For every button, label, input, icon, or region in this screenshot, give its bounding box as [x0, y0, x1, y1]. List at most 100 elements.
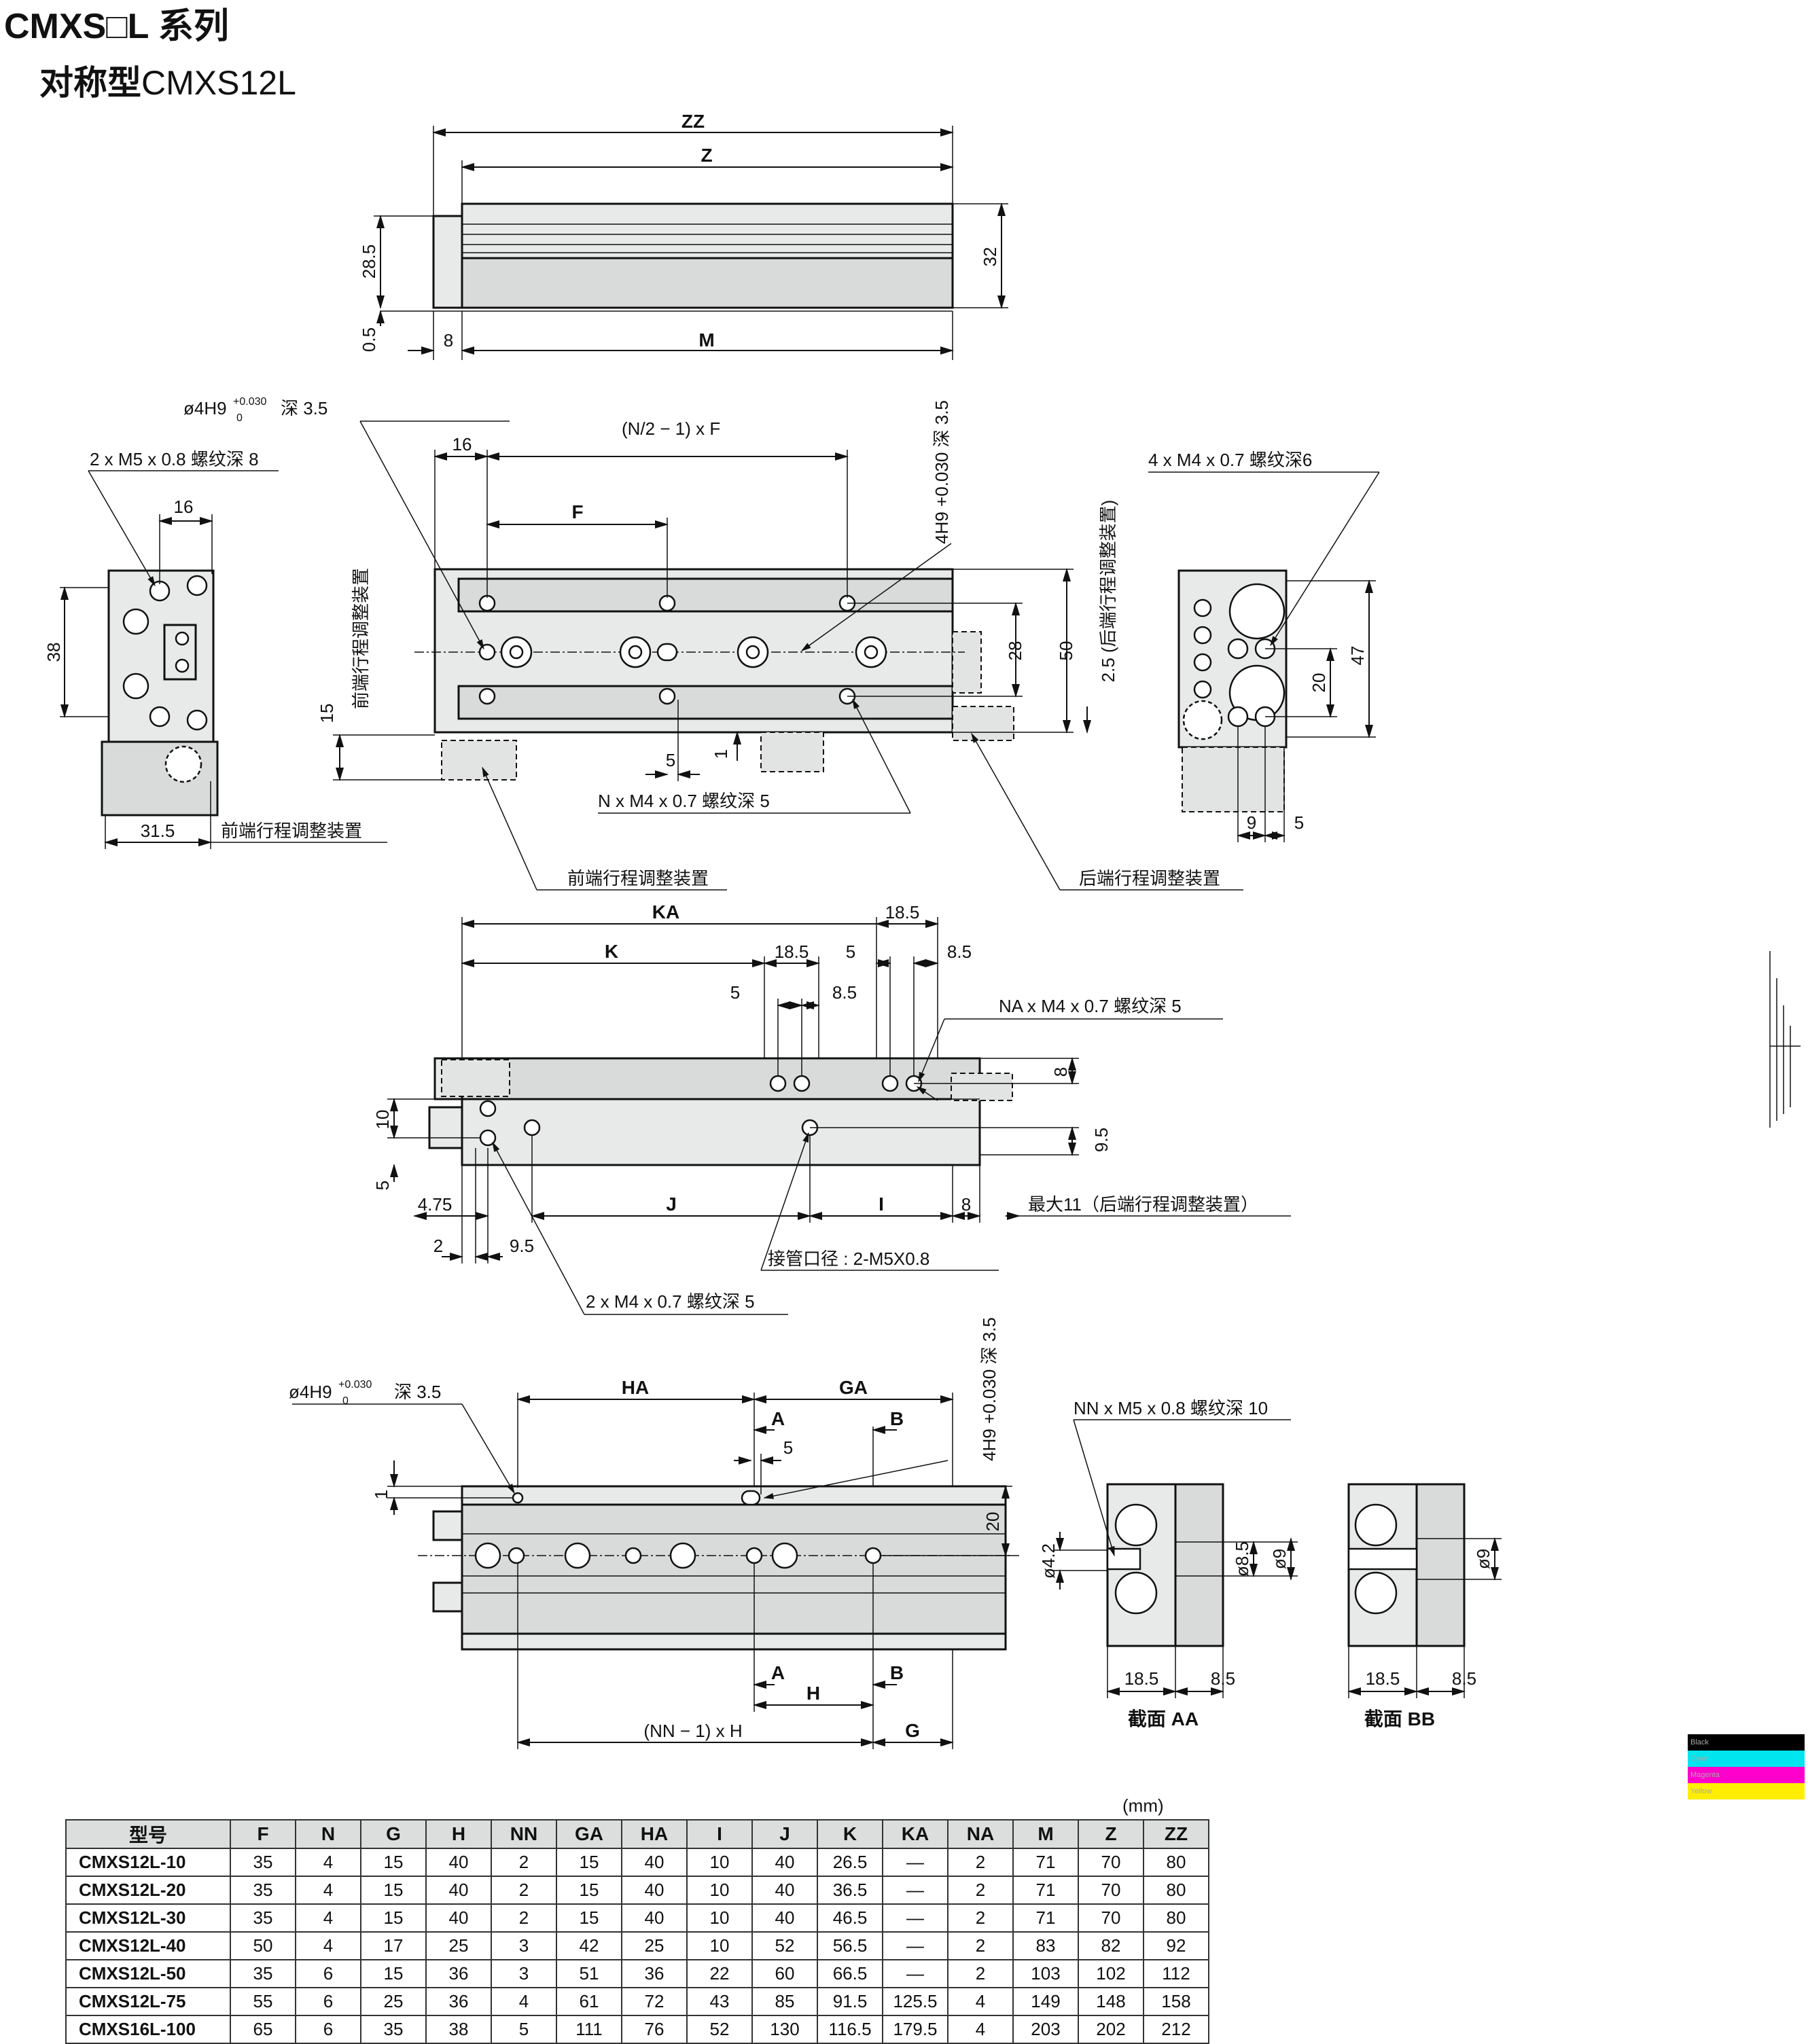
table-cell: 149	[1012, 1987, 1079, 2016]
dim-1-plan: 1	[711, 749, 731, 759]
table-cell: 40	[751, 1848, 818, 1877]
subtitle-model: CMXS12L	[141, 64, 296, 102]
dim-f: F	[571, 501, 583, 522]
dim-20-right: 20	[1309, 673, 1329, 693]
table-cell: 70	[1078, 1903, 1144, 1933]
table-cell: 70	[1078, 1876, 1144, 1905]
label-nfactor: (N/2 − 1) x F	[622, 418, 720, 439]
table-cell: 2	[947, 1848, 1014, 1877]
table-cell: 17	[360, 1931, 427, 1960]
table-cell: 15	[360, 1848, 427, 1877]
section-aa-label: 截面 AA	[1128, 1708, 1199, 1729]
table-cell: 112	[1143, 1959, 1209, 1988]
dim-8-bottom: 8	[961, 1194, 971, 1215]
table-cell: 80	[1143, 1848, 1209, 1877]
dim-10: 10	[372, 1110, 393, 1130]
plan-view: ø4H9 +0.030 0 深 3.5 16 (N/2 − 1) x F F 1…	[183, 396, 1243, 891]
dim-8-5-aa: 8.5	[1211, 1668, 1235, 1689]
subtitle-type: 对称型	[39, 64, 141, 102]
table-cell: 80	[1143, 1903, 1209, 1933]
dim-i: I	[879, 1194, 884, 1215]
table-cell: 179.5	[882, 2015, 949, 2044]
dim-28-5: 28.5	[359, 245, 379, 279]
table-model-cell: CMXS16L-100	[65, 2015, 231, 2044]
dim-5-low: 5	[730, 982, 740, 1003]
table-cell: 71	[1012, 1848, 1079, 1877]
table-cell: 55	[230, 1987, 296, 2016]
dim-38: 38	[43, 643, 64, 662]
dim-18-5-bb: 18.5	[1366, 1668, 1400, 1689]
table-cell: 36.5	[817, 1876, 883, 1905]
table-cell: 52	[686, 2015, 753, 2044]
dim-9-right: 9	[1247, 812, 1256, 833]
table-cell: 212	[1143, 2015, 1209, 2044]
table-cell: 82	[1078, 1931, 1144, 1960]
table-model-cell: CMXS12L-75	[65, 1987, 231, 2016]
table-cell: 116.5	[817, 2015, 883, 2044]
table-cell: —	[882, 1931, 949, 1960]
table-header-cell: K	[817, 1819, 883, 1849]
table-cell: 35	[230, 1903, 296, 1933]
table-cell: 61	[556, 1987, 622, 2016]
table-cell: 15	[360, 1876, 427, 1905]
table-header-cell: 型号	[65, 1819, 231, 1849]
table-model-cell: CMXS12L-30	[65, 1903, 231, 1933]
table-cell: 10	[686, 1903, 753, 1933]
dim-9-5-bottom: 9.5	[510, 1236, 534, 1256]
table-cell: 102	[1078, 1959, 1144, 1988]
table-cell: 202	[1078, 2015, 1144, 2044]
table-header-cell: G	[360, 1819, 427, 1849]
dim-phi9-bb: ø9	[1473, 1549, 1493, 1569]
left-end-view: 2 x M5 x 0.8 螺纹深 8 16 38 31.5 前端行程调整装置	[43, 449, 387, 849]
table-cell: 25	[425, 1931, 492, 1960]
label-4h9-vertical-2: 4H9 +0.030 深 3.5	[979, 1317, 999, 1461]
table-model-cell: CMXS12L-10	[65, 1848, 231, 1877]
left-end-base	[101, 740, 219, 817]
dim-5-side: 5	[372, 1181, 393, 1190]
label-front-adj: 前端行程调整装置	[567, 868, 709, 889]
dim-2-5-rear: 2.5 (后端行程调整装置)	[1098, 500, 1118, 683]
table-cell: 35	[360, 2015, 427, 2044]
table-cell: 72	[621, 1987, 688, 2016]
table-cell: 4	[295, 1903, 361, 1933]
dim-2: 2	[433, 1236, 443, 1256]
table-cell: 10	[686, 1848, 753, 1877]
dim-z: Z	[701, 145, 712, 166]
table-header-cell: N	[295, 1819, 361, 1849]
dim-m: M	[698, 329, 714, 351]
table-cell: 92	[1143, 1931, 1209, 1960]
dim-20-bottom: 20	[982, 1512, 1003, 1532]
label-n-thread: N x M4 x 0.7 螺纹深 5	[598, 791, 770, 811]
page-subtitle: 对称型CMXS12L	[39, 56, 296, 105]
table-cell: 22	[686, 1959, 753, 1988]
table-cell: 76	[621, 2015, 688, 2044]
base-body	[461, 257, 954, 309]
table-cell: 4	[491, 1987, 557, 2016]
dim-8-5-mid: 8.5	[947, 942, 972, 962]
dim-zz: ZZ	[681, 111, 705, 132]
table-header-cell: I	[686, 1819, 753, 1849]
table-cell: 25	[621, 1931, 688, 1960]
table-cell: 130	[751, 2015, 818, 2044]
dim-18-5-aa: 18.5	[1124, 1668, 1159, 1689]
section-bb: ø9 18.5 8.5 截面 BB	[1347, 1483, 1502, 1729]
dim-phi8-5: ø8.5	[1232, 1541, 1252, 1577]
label-m4-thread6: 4 x M4 x 0.7 螺纹深6	[1148, 450, 1312, 470]
table-header-cell: HA	[621, 1819, 688, 1849]
dim-nn-h: (NN − 1) x H	[643, 1721, 742, 1741]
middle-table	[461, 1057, 981, 1100]
table-cell: 52	[751, 1931, 818, 1960]
table-cell: 40	[425, 1848, 492, 1877]
side-view-middle: KA K 18.5 18.5 5 8.5 5 8.5 NA x M4 x 0.7…	[372, 901, 1291, 1315]
dim-5-right: 5	[1294, 812, 1304, 833]
table-cell: 2	[947, 1931, 1014, 1960]
table-cell: 103	[1012, 1959, 1079, 1988]
table-cell: 2	[491, 1876, 557, 1905]
dim-ga: GA	[839, 1377, 868, 1398]
table-cell: 2	[947, 1876, 1014, 1905]
table-cell: 70	[1078, 1848, 1144, 1877]
table-cell: 40	[621, 1848, 688, 1877]
